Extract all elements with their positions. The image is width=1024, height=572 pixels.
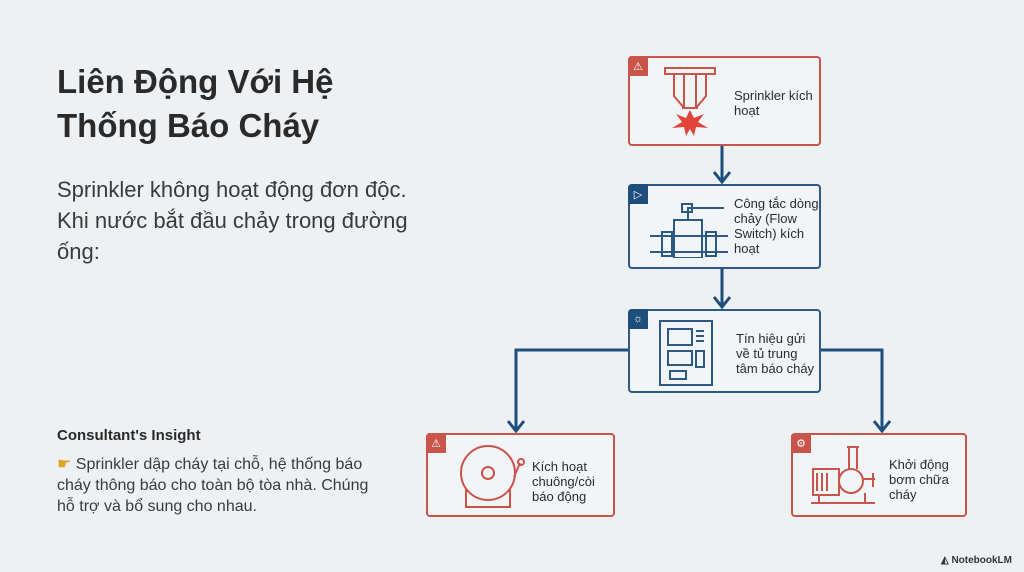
brand-text: NotebookLM [951,555,1012,566]
pump-tag-icon: ⚙ [791,433,811,453]
step-label: Khởi động bơm chữa cháy [889,457,949,502]
control-panel-icon [659,320,713,386]
pump-icon [811,446,875,504]
arrow-3-4 [506,348,628,434]
arrow-1-2 [712,145,732,185]
step-label: Sprinkler kích hoạt [734,88,813,118]
pointing-hand-icon: ☛ [57,456,76,473]
step-flow-switch: ▷ Công tắc dòng chảy (Flow Switch) kích … [628,184,821,269]
insight-text: ☛ Sprinkler dập cháy tại chỗ, hệ thống b… [57,454,387,517]
flow-icon: ▷ [628,184,648,204]
insight-heading: Consultant's Insight [57,427,201,444]
intro-text: Sprinkler không hoạt động đơn độc. Khi n… [57,177,408,264]
valve-icon [650,203,728,258]
step-label: Kích hoạt chuông/còi báo động [532,459,595,504]
step-control-panel: ☼ Tín hiệu gửi về tủ trung tâm báo cháy [628,309,821,393]
page-title: Liên Động Với Hệ Thống Báo Cháy [57,63,334,144]
step-sprinkler: ⚠ Sprinkler kích hoạt [628,56,821,146]
step-label: Công tắc dòng chảy (Flow Switch) kích ho… [734,196,819,256]
arrow-2-3 [712,268,732,310]
step-label: Tín hiệu gửi về tủ trung tâm báo cháy [736,331,815,376]
arrow-3-5 [820,348,892,434]
step-pump: ⚙ Khởi động bơm chữa cháy [791,433,967,517]
bell-icon [460,445,525,508]
sprinkler-icon [664,67,716,136]
insight-body: Sprinkler dập cháy tại chỗ, hệ thống báo… [57,456,369,515]
step-bell: ⚠ Kích hoạt chuông/còi báo động [426,433,615,517]
signal-icon: ☼ [628,309,648,329]
notebooklm-logo: ◭ NotebookLM [940,555,1012,566]
alarm-icon: ⚠ [426,433,446,453]
alarm-icon: ⚠ [628,56,648,76]
